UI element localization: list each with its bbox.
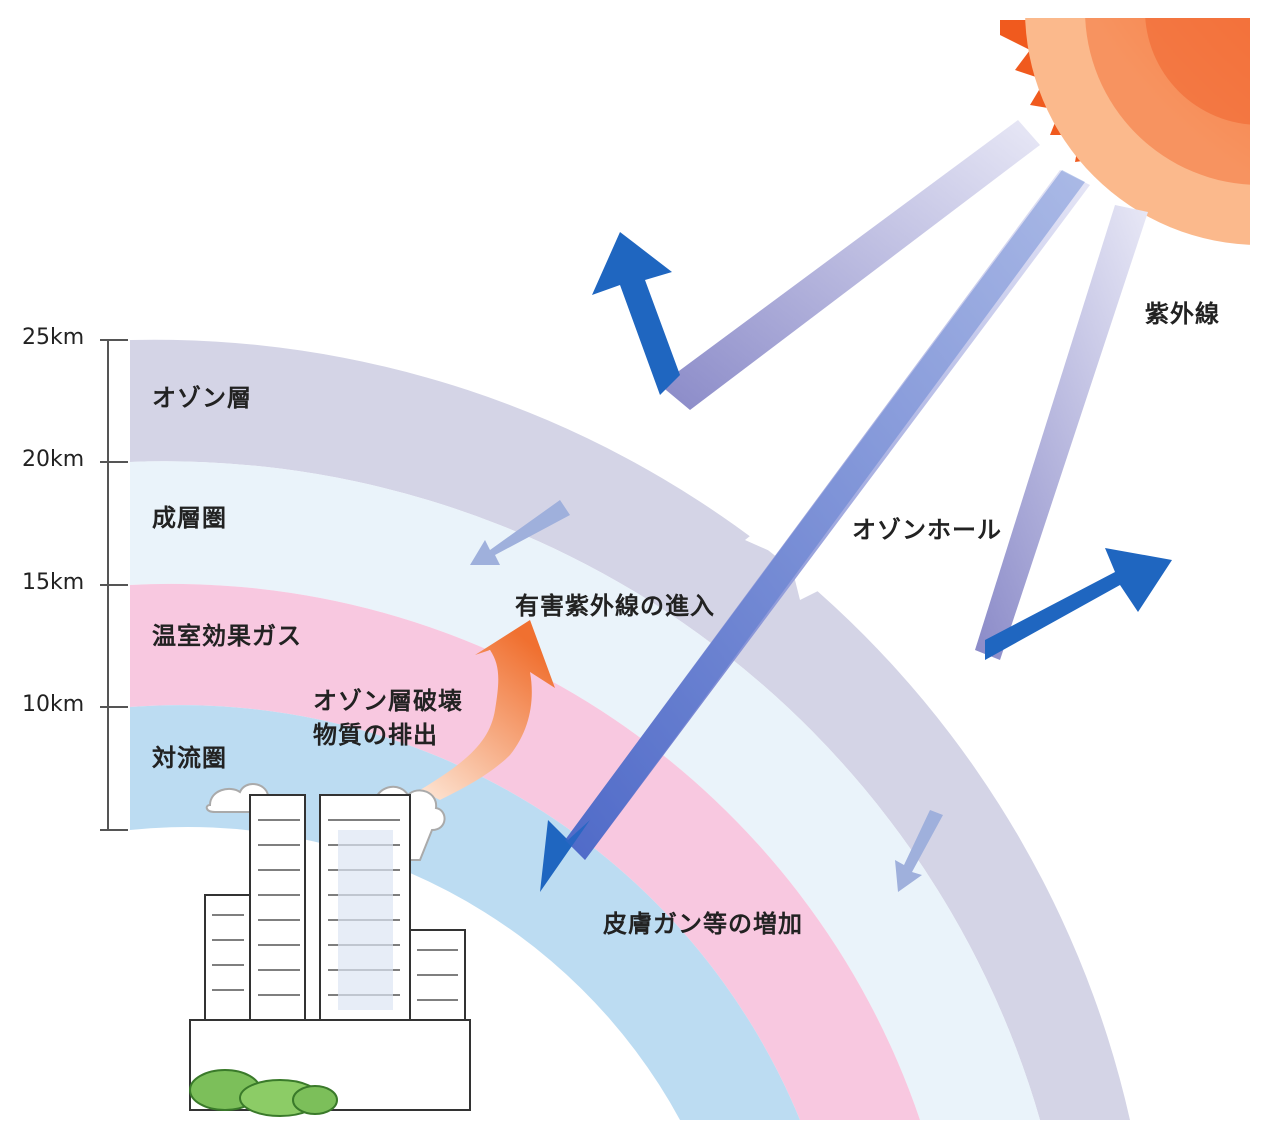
harmful-uv-arrow-left bbox=[470, 500, 570, 565]
through-hole-arrowhead bbox=[540, 820, 590, 892]
altitude-scale bbox=[100, 339, 128, 831]
uv-label: 紫外線 bbox=[1145, 300, 1220, 328]
altitude-tick-20km: 20km bbox=[22, 447, 85, 472]
harmful-uv-entry-label: 有害紫外線の進入 bbox=[515, 592, 715, 620]
stratosphere-band bbox=[130, 461, 1040, 1120]
reflected-arrow-top bbox=[592, 232, 680, 395]
sun-icon bbox=[1000, 0, 1280, 260]
uv-beams bbox=[565, 120, 1148, 860]
emission-arrow bbox=[420, 620, 555, 800]
through-hole-shaft bbox=[565, 170, 1085, 860]
greenhouse-gas-label: 温室効果ガス bbox=[152, 622, 302, 650]
city-buildings-icon bbox=[189, 794, 471, 1111]
depleting-emission-label: オゾン層破壊 物質の排出 bbox=[313, 684, 463, 752]
altitude-tick-25km: 25km bbox=[22, 325, 85, 350]
depleting-emission-line1: オゾン層破壊 bbox=[313, 687, 463, 715]
altitude-tick-10km: 10km bbox=[22, 692, 85, 717]
altitude-tick-15km: 15km bbox=[22, 570, 85, 595]
ozone-hole-label: オゾンホール bbox=[852, 516, 1002, 544]
skin-cancer-increase-label: 皮膚ガン等の増加 bbox=[603, 910, 803, 938]
reflected-arrow-right bbox=[985, 548, 1172, 660]
pale-arrows bbox=[470, 500, 943, 892]
uv-beam-reflected-top bbox=[660, 120, 1040, 410]
harmful-uv-arrow-right bbox=[895, 810, 943, 892]
ozone-layer-band bbox=[130, 339, 1130, 1120]
stratosphere-label: 成層圏 bbox=[152, 504, 227, 532]
depleting-emission-line2: 物質の排出 bbox=[313, 721, 438, 749]
troposphere-label: 対流圏 bbox=[152, 744, 227, 772]
uv-beam-through-hole bbox=[565, 170, 1090, 860]
greenhouse-gas-band bbox=[130, 583, 920, 1120]
ozone-layer-label: オゾン層 bbox=[152, 384, 252, 412]
reflected-arrows bbox=[540, 170, 1172, 892]
uv-beam-reflected-right bbox=[975, 205, 1148, 660]
trees-icon bbox=[189, 1069, 338, 1117]
